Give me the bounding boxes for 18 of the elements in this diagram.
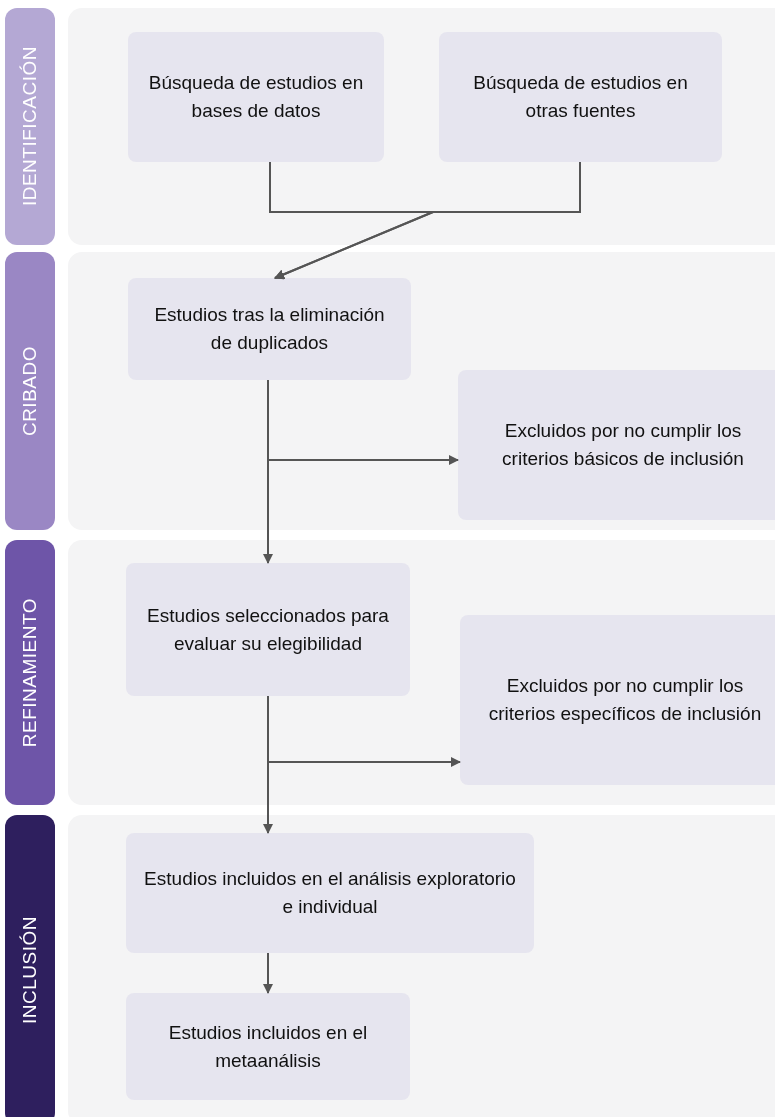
phase-panel [68, 815, 775, 1117]
phase-label-tab: INCLUSIÓN [5, 815, 55, 1117]
process-box: Excluidos por no cumplir los criterios específicos de inclusión [460, 615, 775, 785]
phase-label-tab: IDENTIFICACIÓN [5, 8, 55, 245]
phase-panel [68, 540, 775, 805]
process-box: Estudios incluidos en el análisis exploratorio e individual [126, 833, 534, 953]
process-box: Estudios incluidos en el metaanálisis [126, 993, 410, 1100]
phase-panel [68, 252, 775, 530]
phase-panel [68, 8, 775, 245]
process-box: Estudios tras la eliminación de duplicados [128, 278, 411, 380]
process-box: Excluidos por no cumplir los criterios básicos de inclusión [458, 370, 775, 520]
process-box: Búsqueda de estudios en otras fuentes [439, 32, 722, 162]
phase-label-tab: REFINAMIENTO [5, 540, 55, 805]
process-box: Búsqueda de estudios en bases de datos [128, 32, 384, 162]
connector-arrow [274, 161, 581, 280]
phase-label-tab: CRIBADO [5, 252, 55, 530]
connector-arrow [263, 952, 273, 994]
process-box: Estudios seleccionados para evaluar su elegibilidad [126, 563, 410, 696]
